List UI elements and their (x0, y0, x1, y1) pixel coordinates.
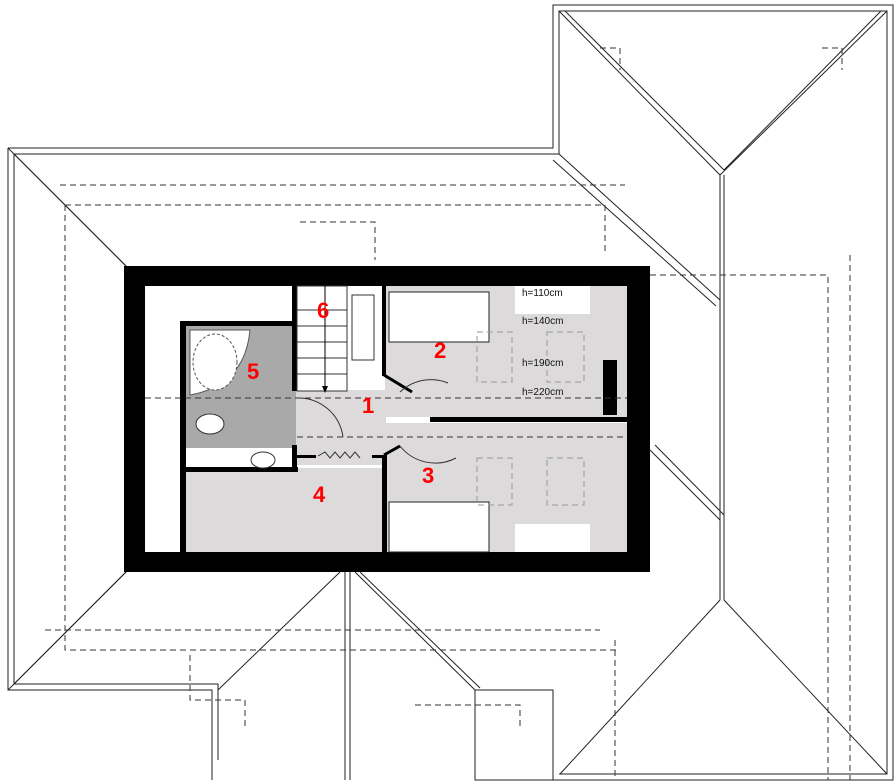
stairs (296, 285, 375, 393)
height-mark-220: h=220cm (522, 387, 563, 398)
room-4-floor (184, 468, 384, 552)
room-number-2: 2 (434, 338, 446, 363)
roof-outline (7, 4, 894, 781)
room-number-4: 4 (313, 482, 326, 507)
dashed-lines (45, 47, 851, 780)
height-mark-110: h=110cm (522, 288, 563, 299)
inner-walls (180, 286, 627, 552)
skylights (476, 331, 585, 506)
room-number-1: 1 (362, 393, 374, 418)
bathroom-fixtures (189, 329, 276, 469)
room-number-6: 6 (317, 298, 329, 323)
height-mark-190: h=190cm (522, 358, 563, 369)
beds (388, 291, 490, 553)
height-mark-140: h=140cm (522, 316, 563, 327)
room-number-3: 3 (422, 463, 434, 488)
room-number-5: 5 (247, 359, 259, 384)
doors (296, 379, 457, 464)
